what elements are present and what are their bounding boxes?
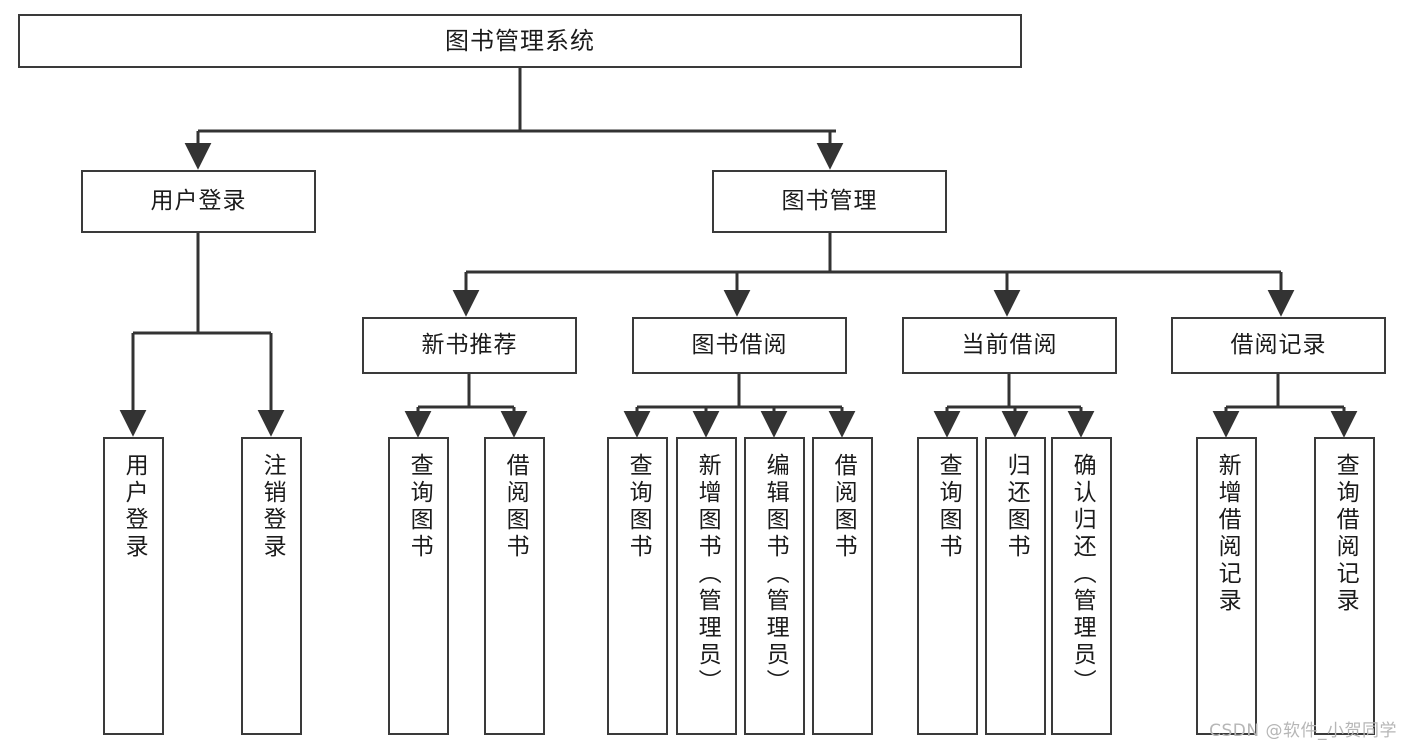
leaf-label: 新增借阅记录 [1214,453,1241,615]
leaf-label: 编辑图书（管理员） [762,453,789,696]
leaf-borrow-book-2[interactable]: 借阅图书 [812,437,873,735]
leaf-add-book[interactable]: 新增图书（管理员） [676,437,737,735]
leaf-label: 查询图书 [935,453,962,561]
node-user-login[interactable]: 用户登录 [81,170,316,233]
node-new-book-recommend[interactable]: 新书推荐 [362,317,577,374]
leaf-query-book-2[interactable]: 查询图书 [607,437,668,735]
leaf-label: 新增图书（管理员） [694,453,721,696]
node-book-borrow[interactable]: 图书借阅 [632,317,847,374]
watermark: CSDN @软件_小贺同学 [1209,721,1397,741]
leaf-return-book[interactable]: 归还图书 [985,437,1046,735]
leaf-logout[interactable]: 注销登录 [241,437,302,735]
leaf-borrow-book-1[interactable]: 借阅图书 [484,437,545,735]
leaf-label: 查询图书 [406,453,433,561]
leaf-label: 确认归还（管理员） [1069,453,1096,696]
node-root-book-management-system[interactable]: 图书管理系统 [18,14,1022,68]
leaf-confirm-return[interactable]: 确认归还（管理员） [1051,437,1112,735]
node-borrow-record[interactable]: 借阅记录 [1171,317,1386,374]
leaf-label: 查询图书 [625,453,652,561]
leaf-label: 借阅图书 [502,453,529,561]
leaf-label: 用户登录 [121,453,148,561]
leaf-label: 借阅图书 [830,453,857,561]
leaf-label: 注销登录 [259,453,286,561]
node-current-borrow[interactable]: 当前借阅 [902,317,1117,374]
leaf-edit-book[interactable]: 编辑图书（管理员） [744,437,805,735]
leaf-user-login[interactable]: 用户登录 [103,437,164,735]
leaf-query-book-3[interactable]: 查询图书 [917,437,978,735]
leaf-label: 查询借阅记录 [1332,453,1359,615]
leaf-query-book-1[interactable]: 查询图书 [388,437,449,735]
leaf-query-record[interactable]: 查询借阅记录 [1314,437,1375,735]
node-book-manage[interactable]: 图书管理 [712,170,947,233]
leaf-label: 归还图书 [1003,453,1030,561]
leaf-add-record[interactable]: 新增借阅记录 [1196,437,1257,735]
